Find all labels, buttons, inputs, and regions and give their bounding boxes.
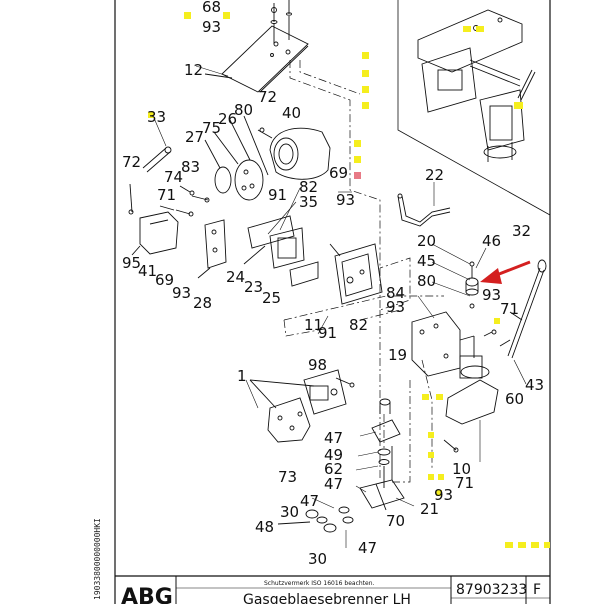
callout-80-upper: 80	[234, 101, 253, 119]
callout-91-upper: 91	[268, 186, 287, 204]
callout-47-second: 47	[324, 475, 343, 493]
disc-parts-75-26	[204, 115, 269, 201]
title-block: ABG Schutzvermerk ISO 16016 beachten. Ga…	[115, 575, 550, 608]
inset-assembly-view	[417, 9, 536, 162]
nozzle-parts-20-45-80	[465, 261, 479, 309]
callout-84: 84	[386, 284, 405, 302]
callout-43: 43	[525, 376, 544, 394]
callout-93-center: 93	[386, 298, 405, 316]
callout-93-mid: 93	[336, 191, 355, 209]
callout-35: 35	[299, 193, 318, 211]
callout-10: 10	[452, 460, 471, 478]
callout-93-left: 93	[172, 284, 191, 302]
side-code: 19033800000000HKI	[93, 518, 102, 600]
ignition-electrode-part-72	[142, 146, 172, 173]
small-screws-74-83-71	[159, 185, 210, 217]
callout-60: 60	[505, 390, 524, 408]
side-screws-93-71	[443, 329, 511, 453]
callout-26: 26	[218, 110, 237, 128]
callout-68: 68	[202, 0, 221, 16]
callout-12: 12	[184, 61, 203, 79]
callout-80-lower: 80	[417, 272, 436, 290]
drawing-frame	[114, 0, 551, 604]
callout-93-right: 93	[482, 286, 501, 304]
screw-part-68	[270, 0, 292, 24]
gasket-parts-24-23-25	[243, 215, 319, 287]
callout-22: 22	[425, 166, 444, 184]
callout-91-lower: 91	[318, 324, 337, 342]
callout-11: 11	[304, 316, 323, 334]
highlight-arrow	[480, 260, 531, 284]
callout-71-right: 71	[500, 300, 519, 318]
air-housing-part-11	[329, 243, 383, 305]
callout-69-lower: 69	[155, 271, 174, 289]
fittings-30-48	[277, 506, 354, 533]
drawing-number: 87903233	[456, 582, 527, 598]
callout-70: 70	[386, 512, 405, 530]
copyright-note: Schutzvermerk ISO 16016 beachten.	[264, 580, 375, 587]
callout-46: 46	[482, 232, 501, 250]
parts-line-art	[128, 0, 547, 533]
callout-71-lower: 71	[455, 474, 474, 492]
callout-23: 23	[244, 278, 263, 296]
callout-82-upper: 82	[299, 178, 318, 196]
callout-75: 75	[202, 119, 221, 137]
callout-71-left: 71	[157, 186, 176, 204]
callout-21: 21	[420, 500, 439, 518]
callout-30-lower: 30	[308, 550, 327, 568]
callout-72-upper: 72	[258, 88, 277, 106]
callout-72-left: 72	[122, 153, 141, 171]
burner-head-part-10	[411, 311, 499, 425]
callout-93-bottom: 93	[434, 486, 453, 504]
callout-48: 48	[255, 518, 274, 536]
valve-block-part-70	[359, 446, 405, 511]
callout-33: 33	[147, 108, 166, 126]
callout-30-upper: 30	[280, 503, 299, 521]
company-logo: ABG	[121, 585, 173, 604]
callout-49: 49	[324, 446, 343, 464]
callout-32: 32	[512, 222, 531, 240]
revision-letter: F	[533, 582, 541, 598]
callout-82-lower: 82	[349, 316, 368, 334]
callout-74: 74	[164, 168, 183, 186]
callout-62: 62	[324, 460, 343, 478]
callout-73: 73	[278, 468, 297, 486]
leader-lines	[153, 65, 527, 548]
callout-41: 41	[138, 262, 157, 280]
callout-19: 19	[388, 346, 407, 364]
bracket-part-28	[197, 219, 227, 279]
callout-20: 20	[417, 232, 436, 250]
gas-fittings-47-49-62	[371, 398, 401, 488]
cover-plate-part-12	[204, 16, 309, 93]
ionisation-probe-part-32	[507, 259, 547, 359]
callout-40: 40	[282, 104, 301, 122]
fan-housing-part-40	[257, 127, 331, 180]
gas-pipe-part-22	[397, 193, 451, 227]
callout-47-first: 47	[324, 429, 343, 447]
callout-93-top: 93	[202, 18, 221, 36]
ignition-transformer-part-95	[128, 183, 179, 256]
callout-27: 27	[185, 128, 204, 146]
callout-98: 98	[308, 356, 327, 374]
gas-valve-part-1	[249, 369, 355, 443]
callout-28: 28	[193, 294, 212, 312]
callout-69-upper: 69	[329, 164, 348, 182]
yellow-highlight-markers	[148, 12, 550, 548]
drawing-title: Gasgeblaesebrenner LH	[243, 592, 411, 604]
callout-1: 1	[237, 367, 247, 385]
callout-25: 25	[262, 289, 281, 307]
callout-47-third: 47	[300, 492, 319, 510]
gas-line-dash	[383, 359, 433, 483]
callout-24: 24	[226, 268, 245, 286]
dash-dot-group-outlines	[283, 60, 444, 480]
callout-95: 95	[122, 254, 141, 272]
callout-45: 45	[417, 252, 436, 270]
callout-83: 83	[181, 158, 200, 176]
pink-highlight-marker	[354, 172, 361, 179]
callout-labels: 68 93 12 33 27 75 26 80 72 40 72 74 83 7…	[122, 0, 544, 568]
callout-47-bottom: 47	[358, 539, 377, 557]
